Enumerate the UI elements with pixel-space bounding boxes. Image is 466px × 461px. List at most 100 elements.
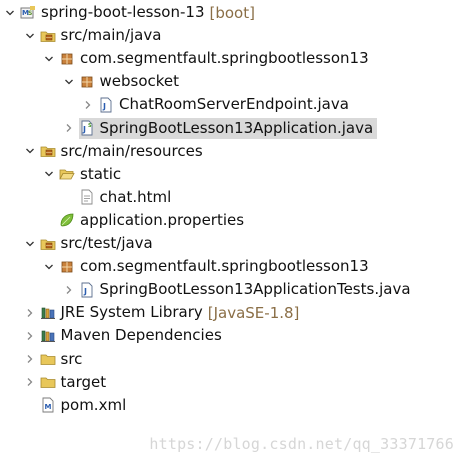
folder-closed-icon: [40, 351, 56, 367]
collapse-arrow-icon[interactable]: [24, 238, 36, 250]
package-icon: [59, 51, 75, 67]
collapse-arrow-icon[interactable]: [63, 76, 75, 88]
folder-closed-icon: [40, 374, 56, 390]
tree-item-content[interactable]: target: [40, 372, 111, 393]
tree-item-label: websocket: [99, 72, 180, 91]
properties-file-icon: [59, 212, 75, 228]
collapse-arrow-icon[interactable]: [43, 168, 55, 180]
tree-item-label: SpringBootLesson13ApplicationTests.java: [99, 280, 411, 299]
svg-text:J: J: [82, 125, 86, 134]
tree-item-content[interactable]: com.segmentfault.springbootlesson13: [59, 256, 373, 277]
collapse-arrow-icon[interactable]: [4, 7, 16, 19]
svg-text:J: J: [102, 102, 106, 111]
collapse-arrow-icon[interactable]: [43, 53, 55, 65]
tree-item-label: ChatRoomServerEndpoint.java: [119, 95, 349, 114]
java-file-icon: J: [98, 97, 114, 113]
tree-item-label: JRE System Library: [60, 303, 203, 322]
svg-text:S: S: [28, 10, 32, 17]
package-icon: [59, 259, 75, 275]
expand-arrow-icon[interactable]: [63, 122, 75, 134]
tree-item-label: application.properties: [80, 210, 245, 229]
expand-arrow-icon[interactable]: [24, 353, 36, 365]
tree-item-label: target: [60, 372, 107, 391]
expand-arrow-icon[interactable]: [24, 307, 36, 319]
expand-arrow-icon[interactable]: [63, 284, 75, 296]
svg-text:J: J: [83, 287, 87, 296]
collapse-arrow-icon[interactable]: [24, 30, 36, 42]
tree-item-file-chat[interactable]: chat.html: [0, 186, 175, 209]
tree-item-label: chat.html: [99, 187, 172, 206]
pom-file-icon: M: [40, 397, 56, 413]
tree-spacer: [43, 214, 55, 226]
tree-item-label: spring-boot-lesson-13: [41, 3, 205, 21]
tree-item-content[interactable]: com.segmentfault.springbootlesson13: [59, 48, 373, 69]
tree-item-maven-deps[interactable]: Maven Dependencies: [0, 324, 226, 347]
tree-item-src-main-resources[interactable]: src/main/resources: [0, 140, 207, 163]
expand-arrow-icon[interactable]: [82, 99, 94, 111]
tree-item-content[interactable]: src/test/java: [40, 233, 157, 254]
tree-item-label: Maven Dependencies: [60, 326, 222, 345]
tree-item-label: src/test/java: [60, 234, 153, 252]
tree-item-file-props[interactable]: application.properties: [0, 209, 248, 232]
tree-item-label: src/main/java: [60, 26, 162, 45]
tree-item-src-test-java[interactable]: src/test/java: [0, 232, 157, 255]
source-folder-icon: [40, 236, 56, 252]
expand-arrow-icon[interactable]: [24, 376, 36, 388]
tree-item-content[interactable]: application.properties: [59, 210, 248, 231]
tree-item-folder-src[interactable]: src: [0, 348, 86, 371]
tree-item-label: src: [60, 349, 83, 368]
tree-item-content[interactable]: J ChatRoomServerEndpoint.java: [98, 94, 353, 115]
watermark: https://blog.csdn.net/qq_33371766: [149, 435, 454, 453]
tree-item-label: static: [80, 164, 122, 183]
tree-item-content[interactable]: Maven Dependencies: [40, 325, 226, 346]
folder-open-icon: [59, 166, 75, 182]
tree-item-folder-static[interactable]: static: [0, 163, 125, 186]
tree-item-content[interactable]: JRE System Library[JavaSE-1.8]: [40, 302, 304, 323]
tree-item-label: com.segmentfault.springbootlesson13: [80, 49, 369, 68]
tree-item-file-tests[interactable]: J SpringBootLesson13ApplicationTests.java: [0, 278, 415, 301]
tree-item-content[interactable]: chat.html: [79, 187, 176, 208]
tree-item-folder-target[interactable]: target: [0, 371, 110, 394]
tree-item-content[interactable]: src/main/resources: [40, 141, 207, 162]
tree-spacer: [63, 191, 75, 203]
java-file-icon: J: [79, 282, 95, 298]
tree-item-label: src/main/resources: [60, 141, 203, 160]
library-icon: [40, 305, 56, 321]
tree-item-file-endpoint[interactable]: J ChatRoomServerEndpoint.java: [0, 93, 353, 116]
expand-arrow-icon[interactable]: [24, 330, 36, 342]
source-folder-icon: [40, 143, 56, 159]
svg-text:M: M: [44, 403, 51, 411]
svg-text:S: S: [88, 123, 92, 129]
tree-item-pkg-main[interactable]: com.segmentfault.springbootlesson13: [0, 47, 373, 70]
tree-item-label: SpringBootLesson13Application.java: [99, 118, 374, 137]
tree-item-content[interactable]: static: [59, 164, 125, 185]
tree-item-pkg-websocket[interactable]: websocket: [0, 70, 183, 93]
tree-item-src-main-java[interactable]: src/main/java: [0, 24, 165, 47]
tree-item-content[interactable]: src/main/java: [40, 25, 166, 46]
tree-spacer: [24, 399, 36, 411]
package-icon: [79, 74, 95, 90]
collapse-arrow-icon[interactable]: [24, 145, 36, 157]
tree-item-pkg-test[interactable]: com.segmentfault.springbootlesson13: [0, 255, 373, 278]
tree-item-decoration: [boot]: [209, 3, 255, 22]
tree-item-jre[interactable]: JRE System Library[JavaSE-1.8]: [0, 301, 303, 324]
svg-text:M: M: [22, 9, 29, 17]
tree-item-label: com.segmentfault.springbootlesson13: [80, 257, 369, 276]
tree-item-content[interactable]: websocket: [79, 71, 184, 92]
tree-item-label: pom.xml: [60, 395, 127, 414]
tree-item-content[interactable]: J SpringBootLesson13ApplicationTests.java: [79, 279, 415, 300]
html-file-icon: [79, 189, 95, 205]
source-folder-icon: [40, 28, 56, 44]
collapse-arrow-icon[interactable]: [43, 261, 55, 273]
library-icon: [40, 328, 56, 344]
tree-item-content[interactable]: src: [40, 349, 87, 370]
tree-item-decoration: [JavaSE-1.8]: [207, 303, 300, 322]
